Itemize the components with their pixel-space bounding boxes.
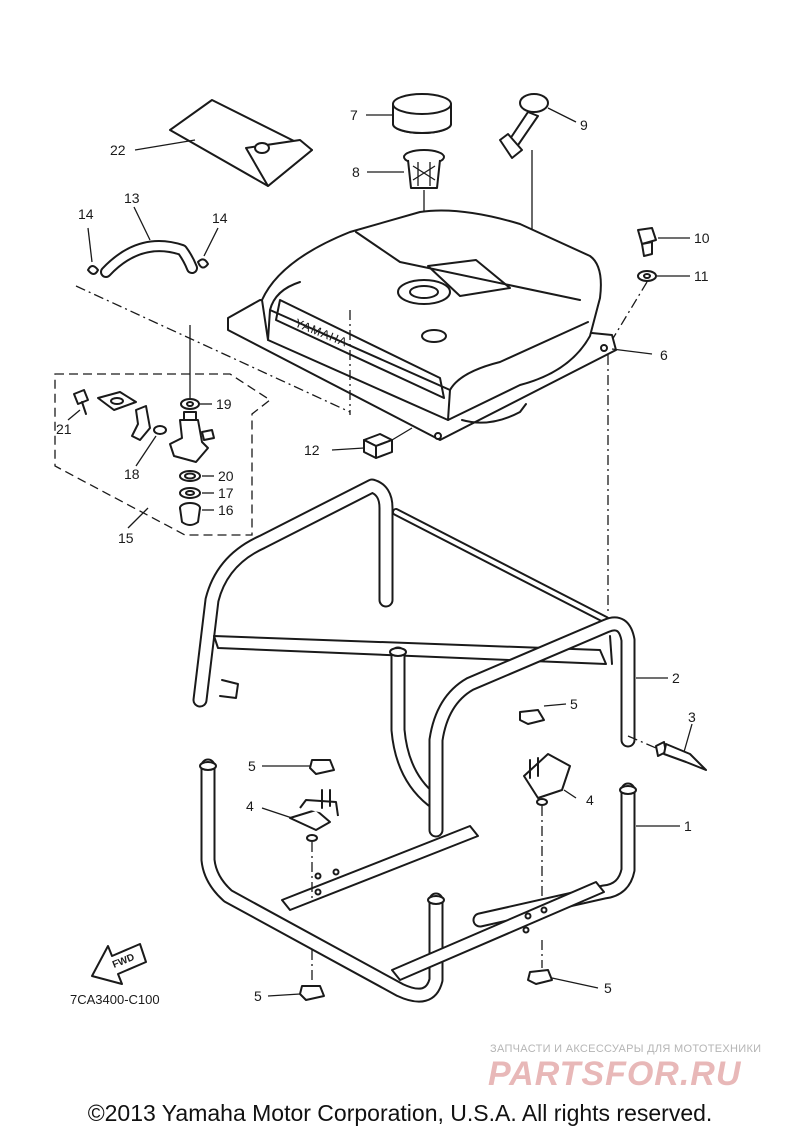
part-11-washer: [611, 270, 690, 341]
part-3-pin: [627, 723, 707, 771]
part-1-frame-lower: [199, 758, 680, 1003]
callout-labels: 22 7 8 9 13 14 14 10 11 6 19 21 12 18 20…: [56, 107, 710, 1004]
part-21-screw: [67, 389, 89, 421]
part-fuel-cock-body: [169, 411, 215, 463]
part-15-fuel-cock-assembly: [54, 373, 272, 536]
callout-15: 15: [118, 530, 134, 546]
part-gasket-plate: [97, 391, 137, 411]
callout-7: 7: [350, 107, 358, 123]
part-5-nut-left: [262, 759, 335, 775]
callout-8: 8: [352, 164, 360, 180]
part-2-frame-upper: [192, 478, 668, 838]
callout-5-left: 5: [248, 758, 256, 774]
callout-14-left: 14: [78, 206, 94, 222]
part-18-lever: [131, 405, 167, 467]
callout-9: 9: [580, 117, 588, 133]
callout-5-bottom-right: 5: [604, 980, 612, 996]
part-19-washer: [180, 325, 212, 410]
copyright-footer: ©2013 Yamaha Motor Corporation, U.S.A. A…: [87, 1100, 713, 1126]
part-17-gasket: [179, 487, 214, 499]
part-14-hose-clip-left: [87, 227, 99, 275]
part-4-mount-left: [261, 789, 339, 900]
watermark-logo: PARTSFOR.RU: [488, 1055, 742, 1093]
diagram-code: 7CA3400-C100: [70, 992, 160, 1007]
part-4-mount-right: [523, 753, 577, 900]
part-22-manual-packet: [134, 99, 313, 187]
callout-1: 1: [684, 818, 692, 834]
watermark-subtitle: ЗАПЧАСТИ И АКСЕССУАРЫ ДЛЯ МОТОТЕХНИКИ: [490, 1043, 762, 1055]
callout-20: 20: [218, 468, 234, 484]
part-12-grommet: [331, 427, 413, 459]
callout-3: 3: [688, 709, 696, 725]
callout-18: 18: [124, 466, 140, 482]
callout-5-upper-right: 5: [570, 696, 578, 712]
callout-14-right: 14: [212, 210, 228, 226]
callout-5-bottom-left: 5: [254, 988, 262, 1004]
part-5-nut-bottom-left: [267, 950, 325, 1001]
callout-4-right: 4: [586, 792, 594, 808]
part-10-bolt: [637, 227, 690, 257]
callout-22: 22: [110, 142, 126, 158]
callout-2: 2: [672, 670, 680, 686]
callout-19: 19: [216, 396, 232, 412]
callout-10: 10: [694, 230, 710, 246]
callout-12: 12: [304, 442, 320, 458]
callout-17: 17: [218, 485, 234, 501]
part-14-hose-clip-right: [197, 227, 219, 269]
part-13-fuel-hose: [100, 206, 198, 278]
part-16-cup: [179, 502, 214, 526]
callout-13: 13: [124, 190, 140, 206]
callout-11: 11: [694, 268, 709, 284]
part-20-o-ring: [179, 470, 214, 482]
part-5-nut-upper-right: [519, 703, 567, 725]
part-7-fuel-cap: [366, 93, 452, 134]
callout-21: 21: [56, 421, 72, 437]
part-6-fuel-tank: YAMAHA: [227, 209, 653, 612]
callout-16: 16: [218, 502, 234, 518]
callout-4-left: 4: [246, 798, 254, 814]
fwd-arrow-icon: FWD: [91, 943, 147, 985]
part-5-nut-bottom-right: [527, 940, 599, 989]
callout-6: 6: [660, 347, 668, 363]
